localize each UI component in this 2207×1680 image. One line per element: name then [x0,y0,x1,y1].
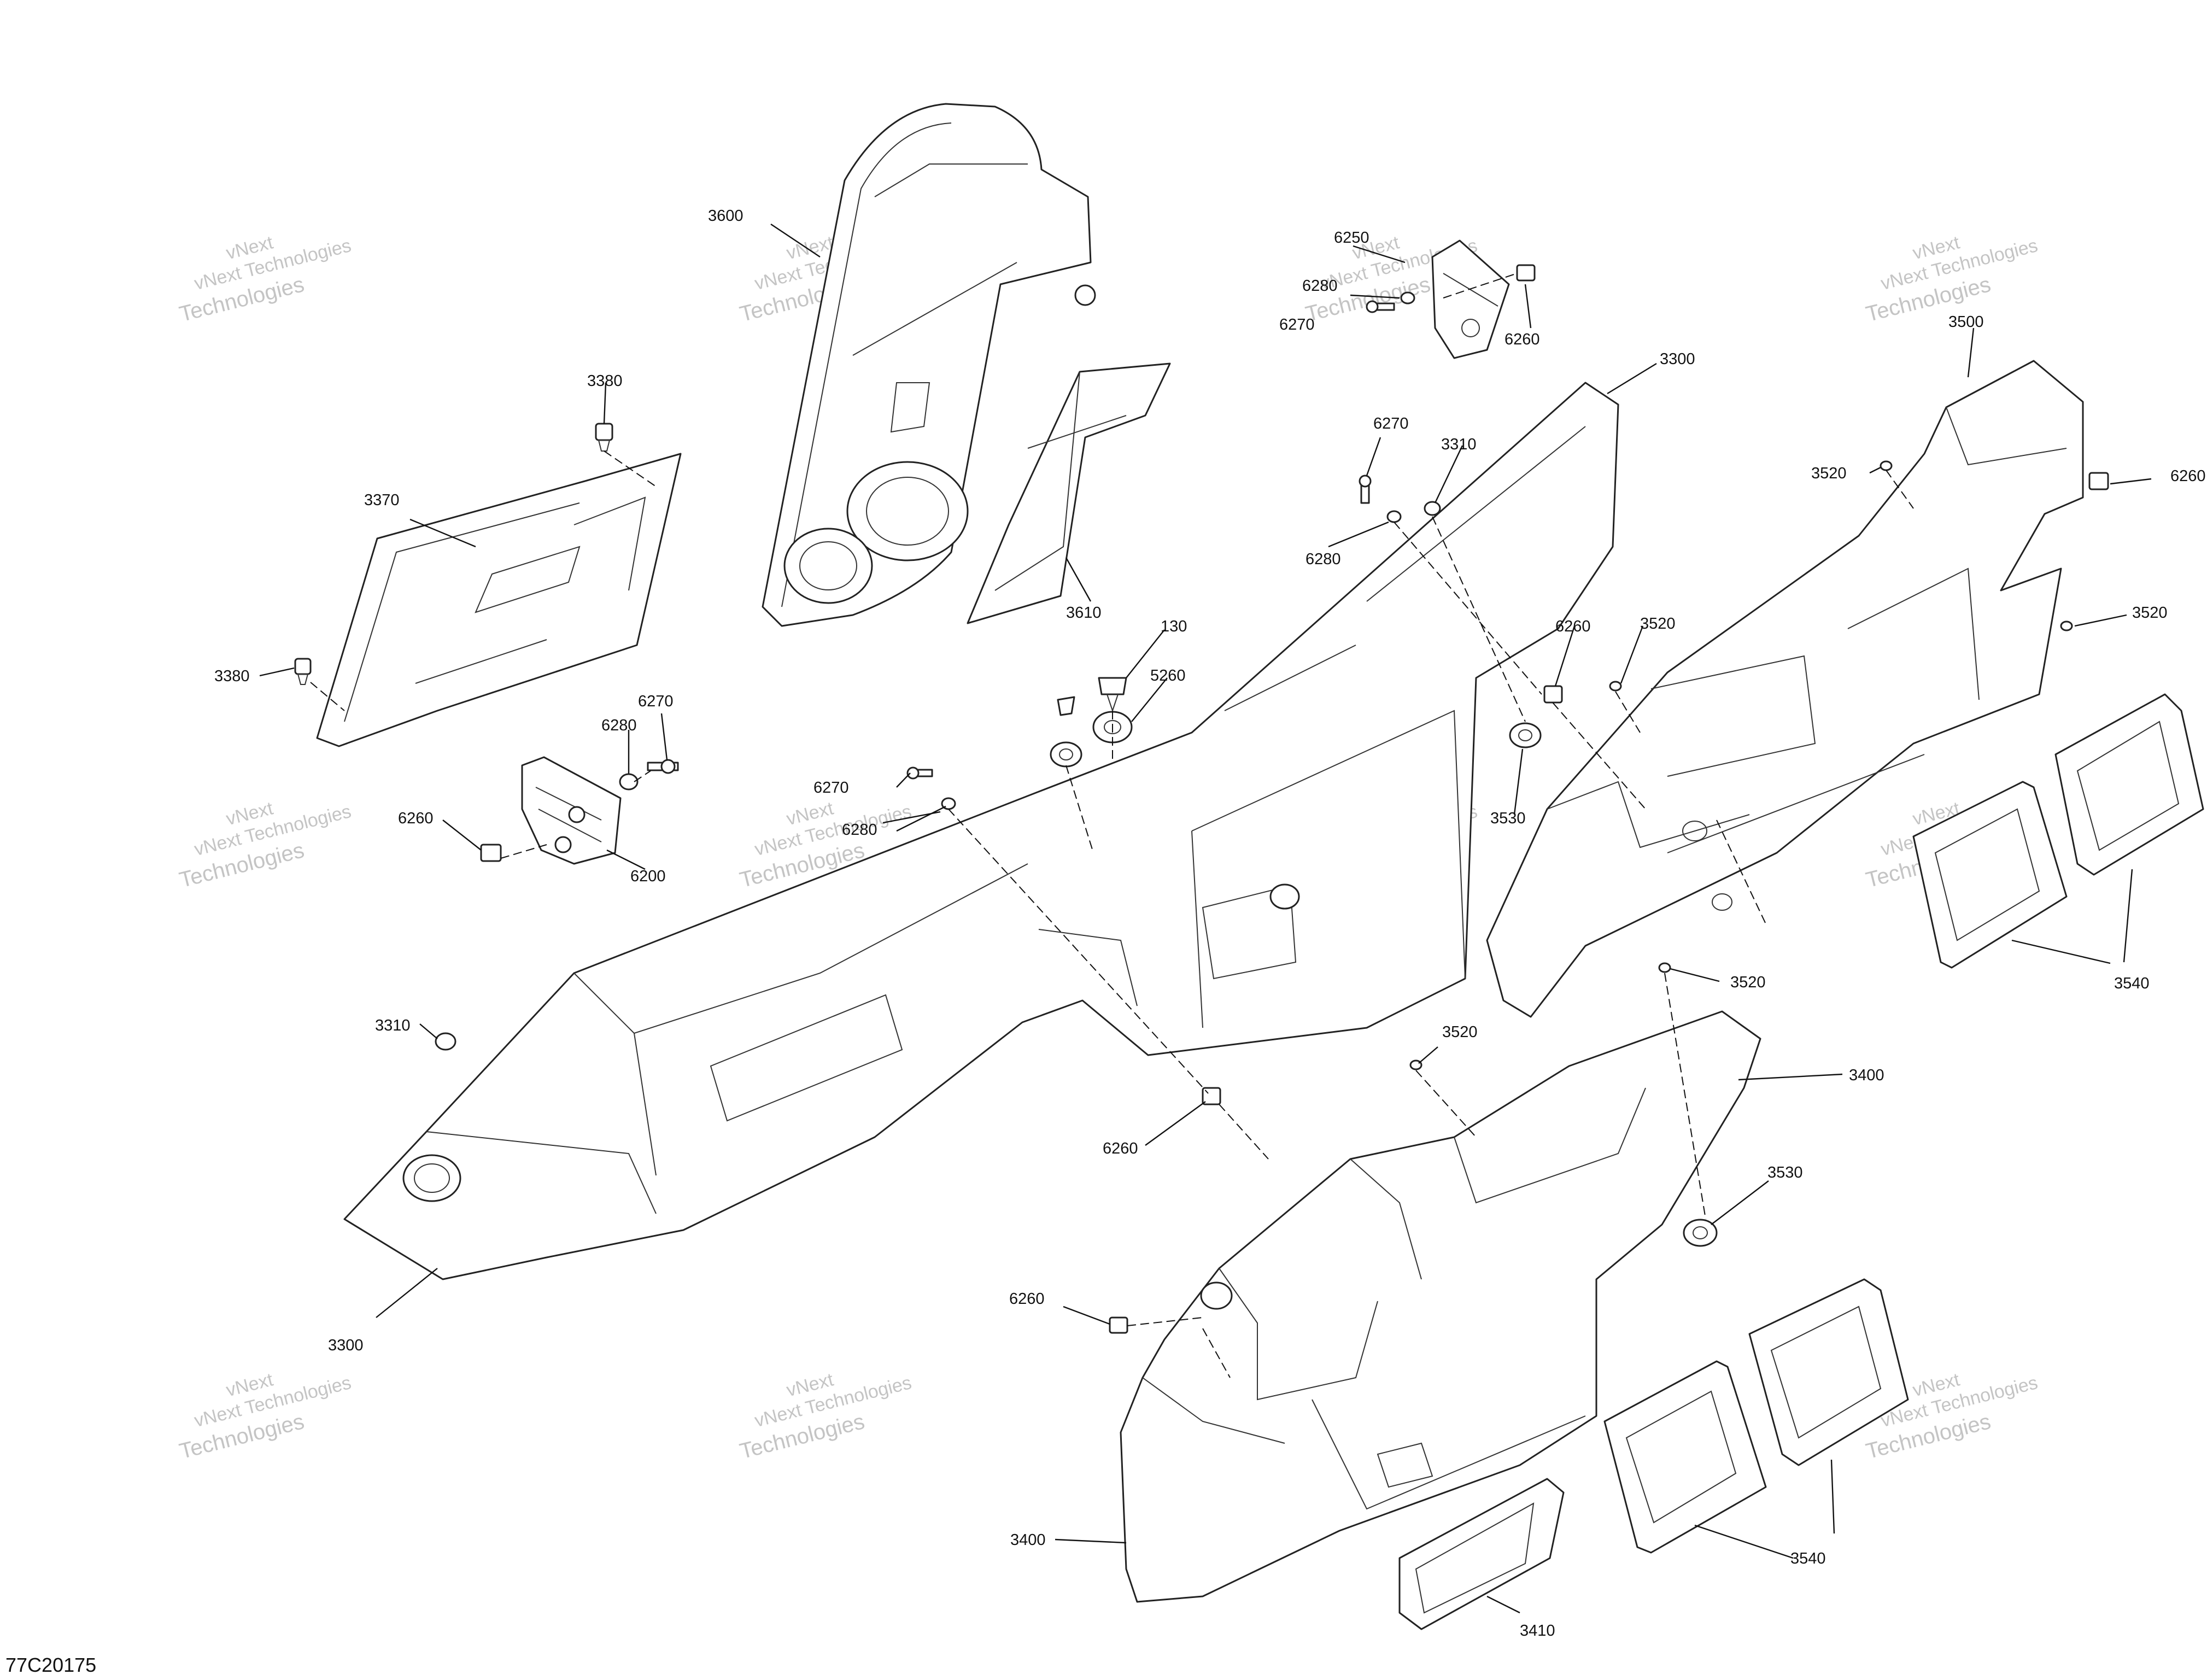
part-5260-grommet-b [1050,741,1082,768]
watermark: vNext vNext Technologies Technologies [737,1369,914,1464]
callout-6250: 6250 [1334,229,1369,247]
callout-3540: 3540 [1790,1550,1826,1567]
callout-3530: 3530 [1767,1164,1803,1181]
part-3520-clip-rear [1880,460,1893,471]
part-6260-nut-left [480,844,502,862]
callout-3380: 3380 [214,668,250,685]
callout-6270: 6270 [1373,415,1409,432]
part-6270-screw-mid [906,766,933,780]
callout-6280: 6280 [1302,277,1338,295]
part-3500-rear-panel [1486,360,2084,1018]
callout-3530: 3530 [1490,810,1526,827]
watermark: vNext vNext Technologies Technologies [1864,232,2040,326]
part-3310-nut-left [435,1032,456,1051]
part-3540-vent-upper [1912,693,2204,969]
callout-3310: 3310 [375,1017,411,1034]
callout-6200: 6200 [630,868,666,885]
callout-6260: 6260 [398,810,434,827]
part-3540-vent-lower [1603,1278,1909,1554]
callout-6260: 6260 [1103,1140,1138,1157]
callout-3600: 3600 [708,207,744,225]
part-3300-main-panel [343,382,1619,1280]
part-3380-clip-upper [595,423,613,452]
part-3410-grille [1398,1478,1565,1630]
part-3370-panel [316,453,682,747]
callout-6270: 6270 [1279,316,1315,333]
part-3520-clip-lower [1658,962,1671,973]
part-6260-nut-right [2088,472,2109,490]
callout-6260: 6260 [2170,467,2206,485]
part-3310-nut-top [1424,501,1441,516]
callout-3540: 3540 [2114,975,2150,992]
callouts: 3600 3610 6250 6280 6270 6260 3300 3500 … [214,207,2206,1640]
callout-3520: 3520 [1640,615,1676,633]
part-3530-grommet-lower [1683,1219,1718,1247]
callout-6280: 6280 [842,821,877,839]
callout-3400: 3400 [1849,1067,1884,1084]
part-6260-nut-mid [1543,685,1563,704]
callout-6270: 6270 [638,693,674,710]
part-3380-clip-lower [294,658,312,685]
part-3530-grommet-upper [1509,722,1542,748]
watermark: vNext vNext Technologies Technologies [177,232,354,326]
part-6270-screw-bracket [1366,300,1395,313]
watermark: vNext vNext Technologies Technologies [177,798,354,892]
callout-3610: 3610 [1066,604,1102,622]
part-6280-washer-bracket [1400,291,1415,305]
part-130-pushpin [1098,677,1127,713]
part-6260-nut-lower-left [1109,1316,1128,1334]
callout-3520: 3520 [1730,974,1766,991]
part-6280-washer-top [1386,510,1402,523]
callout-3300: 3300 [1660,350,1695,368]
callout-3520: 3520 [1442,1023,1478,1041]
callout-6280: 6280 [601,717,637,734]
callout-6260: 6260 [1009,1290,1045,1308]
part-6270-screw-top [1359,475,1372,504]
part-5260-clip [1057,696,1075,716]
callout-3370: 3370 [364,491,400,509]
callout-3520: 3520 [1811,465,1847,482]
part-3520-clip-right [2060,621,2073,631]
callout-3310: 3310 [1441,436,1477,453]
part-6250-bracket [1431,239,1510,359]
callout-130: 130 [1161,618,1187,635]
part-6280-washer-left [619,773,639,791]
part-3520-clip-upper [1609,681,1622,692]
callout-6260: 6260 [1504,331,1540,348]
callout-3400: 3400 [1010,1531,1046,1549]
callout-6280: 6280 [1306,551,1341,568]
part-3400-lower-panel [1120,1010,1761,1603]
leader-lines [259,224,2152,1614]
callout-3500: 3500 [1948,313,1984,331]
diagram-reference-id: 77C20175 [5,1654,96,1676]
part-3610-heat-shield [967,362,1171,624]
callout-5260: 5260 [1150,667,1186,684]
callout-6270: 6270 [813,779,849,797]
part-6270-screw-left [647,759,679,774]
callout-3300: 3300 [328,1337,364,1354]
part-3600-intake-duct [762,103,1096,627]
watermark: vNext vNext Technologies Technologies [177,1369,354,1464]
assembly-lines [310,273,1914,1378]
callout-3410: 3410 [1520,1622,1555,1640]
callout-3380: 3380 [587,372,623,390]
callout-3520: 3520 [2132,604,2168,622]
part-6260-nut-bracket [1516,264,1536,282]
callout-6260: 6260 [1555,618,1591,635]
part-6200-bracket [521,756,622,865]
fasteners-group [294,264,2109,1334]
